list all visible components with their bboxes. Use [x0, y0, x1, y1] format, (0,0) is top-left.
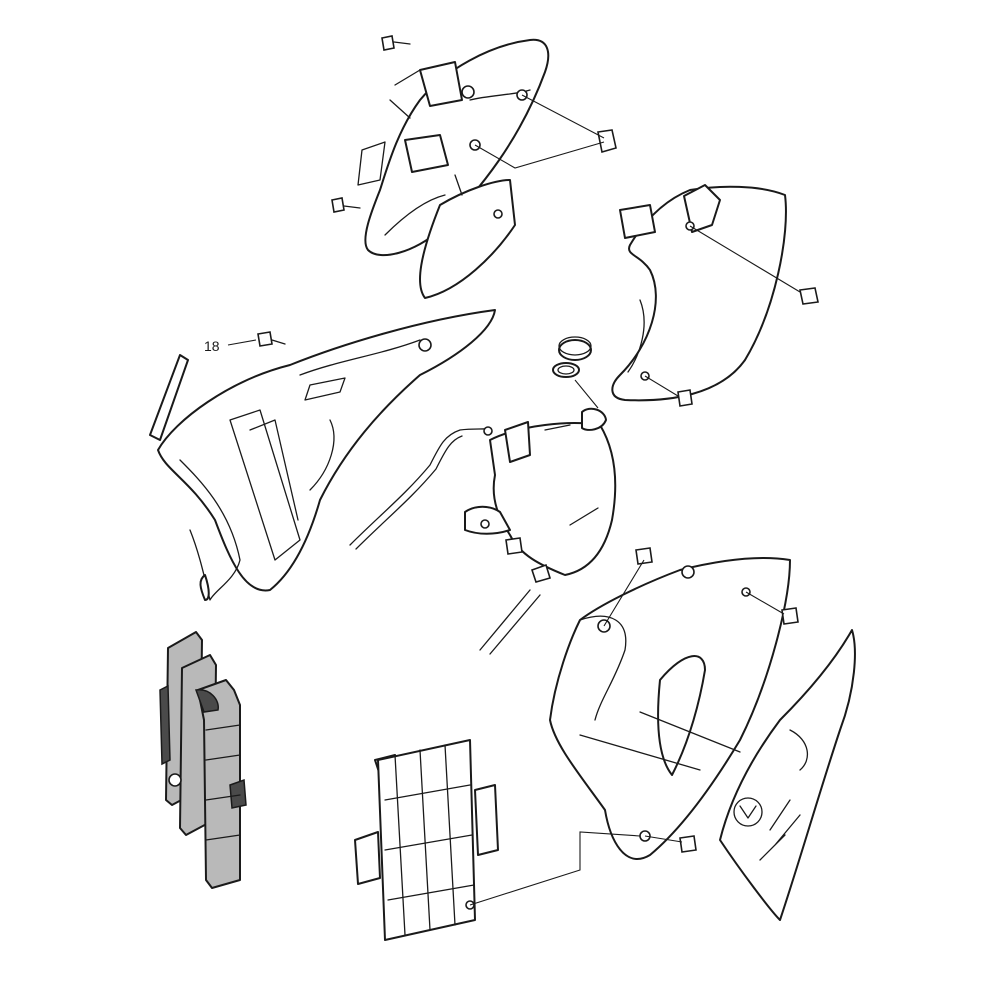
bolt-top-left[interactable] [381, 35, 411, 51]
bolt-right-shroud-side[interactable] [781, 607, 799, 625]
bolt-right-plate[interactable] [799, 287, 819, 305]
shroud-graphic-decal[interactable] [719, 629, 856, 921]
airbox-cover-assembly[interactable] [357, 38, 550, 299]
cap-seal-ring[interactable] [552, 362, 580, 378]
fuel-tank[interactable] [464, 407, 617, 576]
fuel-cock-hose[interactable] [479, 563, 552, 655]
callout-label: 18 [204, 338, 220, 354]
leader-18 [227, 339, 257, 346]
leader-right-plate [644, 225, 801, 397]
leader-nut-top [474, 94, 605, 169]
overflow-hose[interactable] [349, 426, 493, 550]
tank-cap[interactable] [558, 336, 592, 361]
leader-radiator-guard [469, 831, 641, 906]
bolt-right-shroud-bottom[interactable] [679, 835, 697, 853]
right-side-number-plate[interactable] [611, 184, 787, 402]
leader-right-shroud [603, 559, 785, 843]
bolt-right-shroud-top[interactable] [635, 547, 653, 565]
radiator-guard[interactable] [354, 739, 499, 941]
left-shroud-panel-edge[interactable] [149, 354, 189, 441]
bolt-18[interactable] [257, 331, 286, 347]
highlighted-radiator-guard[interactable] [159, 631, 247, 889]
right-radiator-shroud[interactable] [549, 557, 791, 860]
nut-top-right[interactable] [597, 129, 617, 154]
bolt-left[interactable] [331, 197, 361, 213]
tank-mount-bolt[interactable] [505, 537, 523, 555]
left-radiator-shroud[interactable] [157, 309, 496, 601]
leader-cap [574, 379, 599, 409]
bolt-right-plate-lower[interactable] [677, 389, 693, 407]
